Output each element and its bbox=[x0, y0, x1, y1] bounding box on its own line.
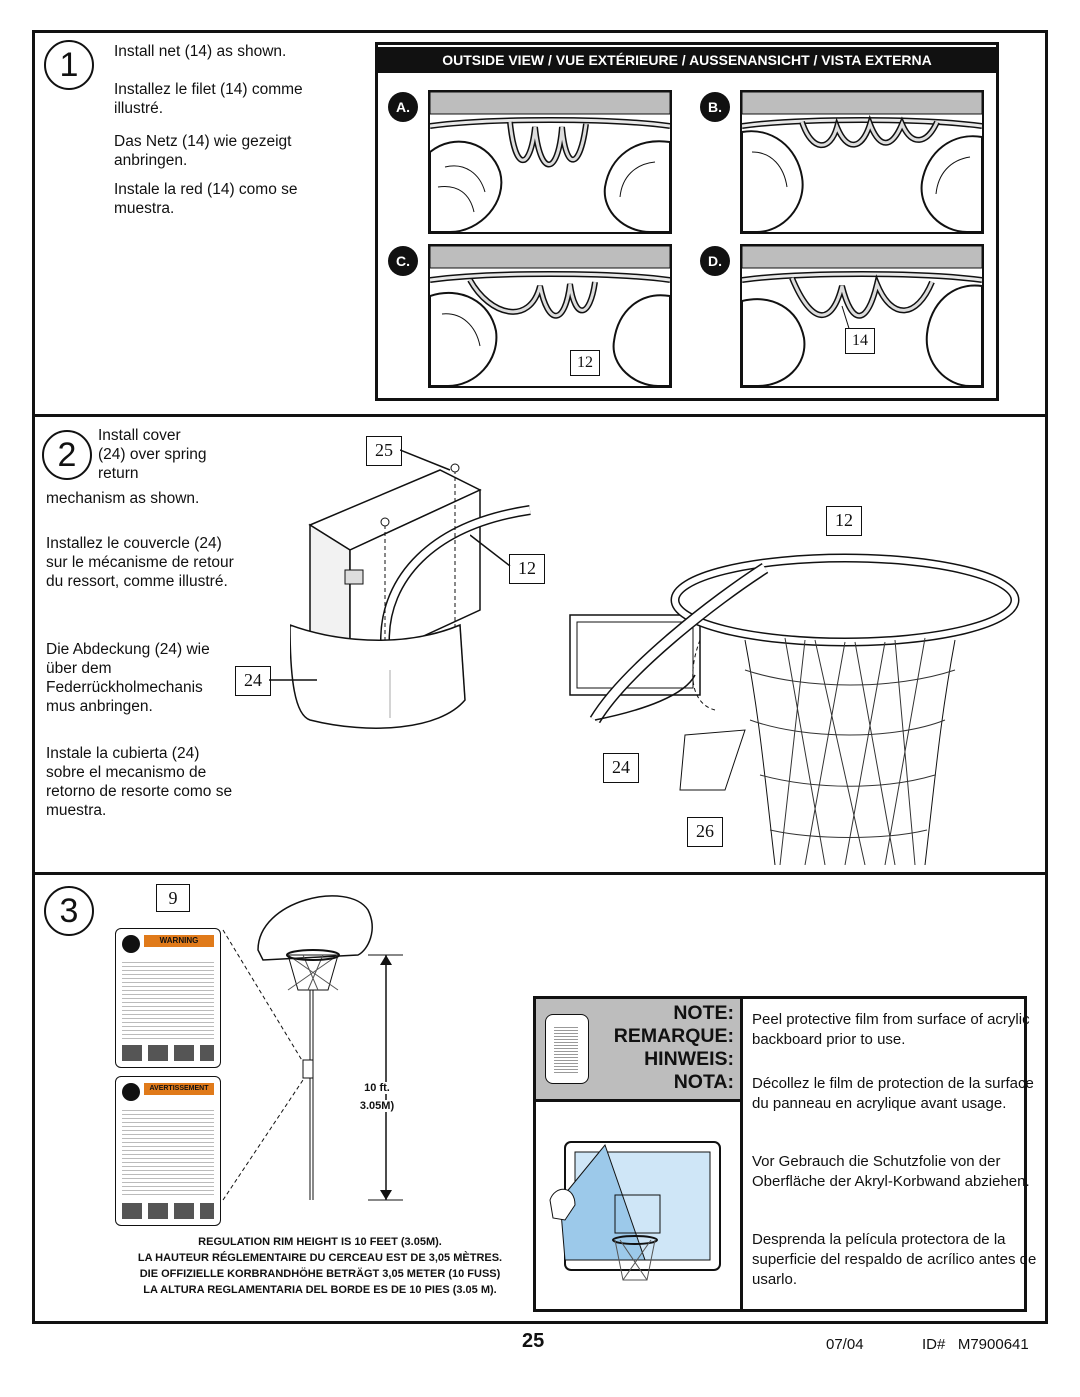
peel-film-icon bbox=[545, 1014, 589, 1084]
footer-date: 07/04 bbox=[826, 1336, 864, 1353]
leader-12-cover bbox=[470, 534, 511, 567]
panel-b-label: B. bbox=[700, 92, 730, 122]
rim-net-illustration bbox=[569, 553, 1020, 865]
regulation-en: REGULATION RIM HEIGHT IS 10 FEET (3.05M)… bbox=[198, 1236, 442, 1248]
panel-d-label: D. bbox=[700, 246, 730, 276]
warning-label-en: WARNING bbox=[115, 928, 221, 1068]
panel-c-illustration bbox=[428, 244, 672, 388]
note-divider-h bbox=[536, 1099, 740, 1102]
panel-c-label: C. bbox=[388, 246, 418, 276]
warning-label-fr: AVERTISSEMENT bbox=[115, 1076, 221, 1226]
note-title-de: HINWEIS: bbox=[644, 1048, 734, 1070]
warning-title-fr: AVERTISSEMENT bbox=[144, 1083, 214, 1095]
height-label-m: 3.05M) bbox=[352, 1100, 402, 1112]
callout-12-cover: 12 bbox=[509, 554, 545, 584]
note-box bbox=[533, 996, 1027, 1312]
step-divider-1 bbox=[32, 414, 1048, 417]
step-1-text-es: Instale la red (14) como se muestra. bbox=[114, 181, 298, 217]
step-3-number: 3 bbox=[44, 886, 94, 936]
callout-25: 25 bbox=[366, 436, 402, 466]
leader-24-cover bbox=[269, 679, 317, 681]
backboard-peel-illustration bbox=[549, 1141, 721, 1281]
step-1-number: 1 bbox=[44, 40, 94, 90]
callout-12-rim: 12 bbox=[826, 506, 862, 536]
warning-title-en: WARNING bbox=[144, 935, 214, 947]
step-2-text-en-b: mechanism as shown. bbox=[46, 490, 200, 507]
warning-person-icon bbox=[122, 935, 140, 953]
note-title-es: NOTA: bbox=[673, 1071, 734, 1093]
note-text-en: Peel protective film from surface of acr… bbox=[752, 1011, 1030, 1048]
page-number: 25 bbox=[522, 1330, 545, 1352]
regulation-fr: LA HAUTEUR RÉGLEMENTAIRE DU CERCEAU EST … bbox=[137, 1252, 503, 1264]
step-2-number: 2 bbox=[42, 430, 92, 480]
warning-fine-print bbox=[122, 959, 214, 1039]
callout-24-cover: 24 bbox=[235, 666, 271, 696]
step-1-text-en: Install net (14) as shown. bbox=[114, 43, 287, 60]
callout-9: 9 bbox=[156, 884, 190, 912]
hoop-height-illustration bbox=[222, 895, 403, 1201]
regulation-es: LA ALTURA REGLAMENTARIA DEL BORDE ES DE … bbox=[143, 1284, 497, 1296]
warning-person-icon-fr bbox=[122, 1083, 140, 1101]
note-text-es: Desprenda la película protectora de la s… bbox=[752, 1231, 1037, 1288]
step-2-text-de: Die Abdeckung (24) wie über dem Federrüc… bbox=[46, 641, 210, 715]
warning-logos bbox=[122, 1045, 214, 1061]
step-2-text-es: Instale la cubierta (24) sobre el mecani… bbox=[46, 745, 233, 819]
panel-b-illustration bbox=[740, 90, 984, 234]
panel-a-label: A. bbox=[388, 92, 418, 122]
panel-d-callout-14: 14 bbox=[845, 328, 875, 354]
step-1-text-de: Das Netz (14) wie gezeigt anbringen. bbox=[114, 133, 292, 169]
note-title-en: NOTE: bbox=[673, 1002, 734, 1024]
step-2-text-fr: Installez le couvercle (24) sur le mécan… bbox=[46, 535, 234, 590]
cover-assembly-illustration bbox=[290, 463, 531, 729]
regulation-de: DIE OFFIZIELLE KORBRANDHÖHE BETRÄGT 3,05… bbox=[139, 1268, 501, 1280]
warning-fine-print-fr bbox=[122, 1107, 214, 1197]
step-divider-2 bbox=[32, 872, 1048, 875]
panel-a-illustration bbox=[428, 90, 672, 234]
warning-logos-fr bbox=[122, 1203, 214, 1219]
note-divider-v bbox=[740, 999, 743, 1309]
outside-view-box bbox=[375, 42, 999, 401]
panel-c-callout-12: 12 bbox=[570, 350, 600, 376]
step-1-text-fr: Installez le filet (14) comme illustré. bbox=[114, 81, 303, 117]
panel-d-illustration bbox=[740, 244, 984, 388]
outside-view-header: OUTSIDE VIEW / VUE EXTÉRIEURE / AUSSENAN… bbox=[378, 47, 996, 73]
note-text-fr: Décollez le film de protection de la sur… bbox=[752, 1075, 1034, 1112]
height-label-ft: 10 ft. bbox=[352, 1082, 402, 1094]
note-title-fr: REMARQUE: bbox=[613, 1025, 734, 1047]
leader-25 bbox=[400, 449, 451, 471]
callout-24-rim: 24 bbox=[603, 753, 639, 783]
callout-26: 26 bbox=[687, 817, 723, 847]
page-frame bbox=[32, 30, 1048, 1324]
footer-id: ID# M7900641 bbox=[922, 1336, 1029, 1353]
note-text-de: Vor Gebrauch die Schutzfolie von der Obe… bbox=[752, 1153, 1030, 1190]
